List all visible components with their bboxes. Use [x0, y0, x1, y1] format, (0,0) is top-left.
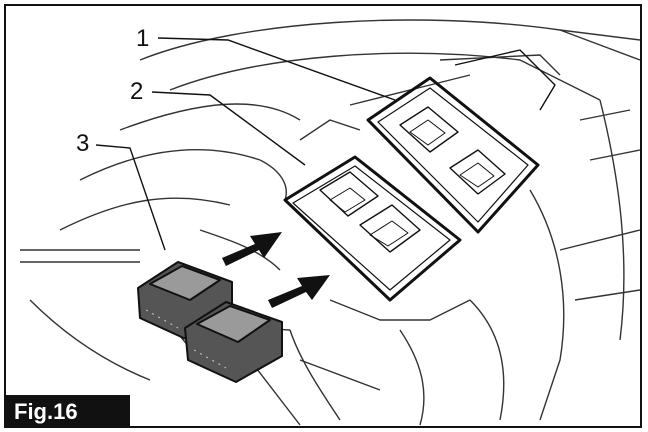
- callout-3: 3: [76, 130, 90, 157]
- insertion-arrows: [222, 232, 330, 308]
- mower-body-outline: [20, 19, 641, 426]
- callout-2: 2: [130, 78, 144, 105]
- callout-1: 1: [136, 25, 150, 52]
- figure-label: Fig.16: [4, 395, 130, 428]
- battery-port-1: [366, 49, 556, 234]
- battery-cartridges: [137, 261, 283, 383]
- leader-lines: [95, 37, 396, 251]
- battery-port-2: [283, 155, 462, 302]
- figure-frame: [4, 4, 642, 428]
